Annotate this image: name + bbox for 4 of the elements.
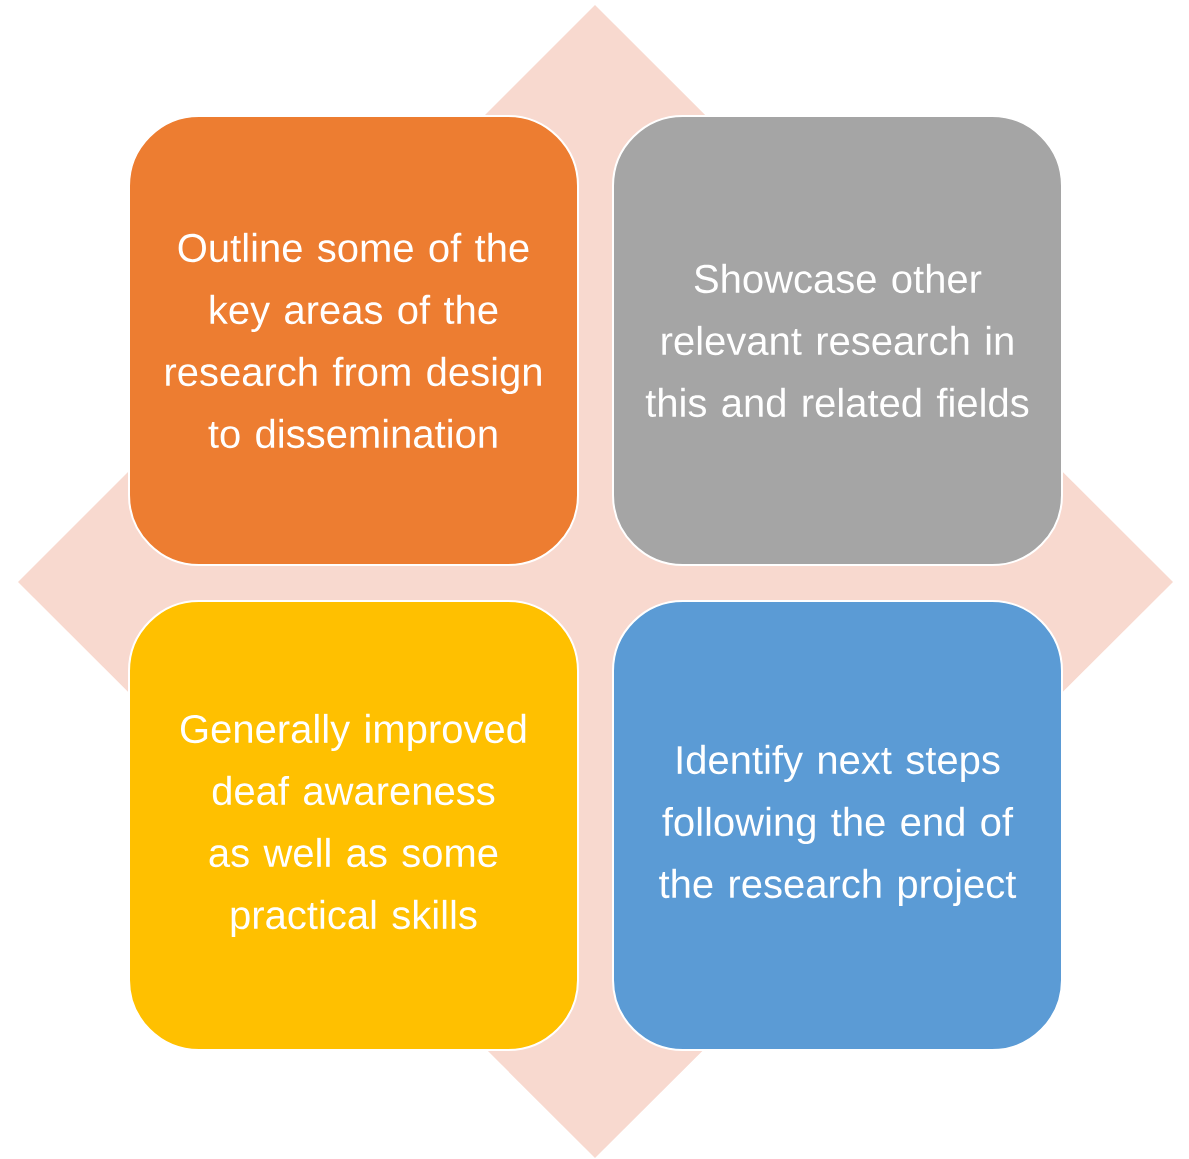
rounded-box: Outline some of the key areas of the research from design to dissemination (128, 115, 579, 566)
rounded-box: Generally improved deaf awareness as well as some practical skills (128, 600, 579, 1051)
rounded-box: Identify next steps following the end of the research project (612, 600, 1063, 1051)
rounded-box: Showcase other relevant research in this and related fields (612, 115, 1063, 566)
